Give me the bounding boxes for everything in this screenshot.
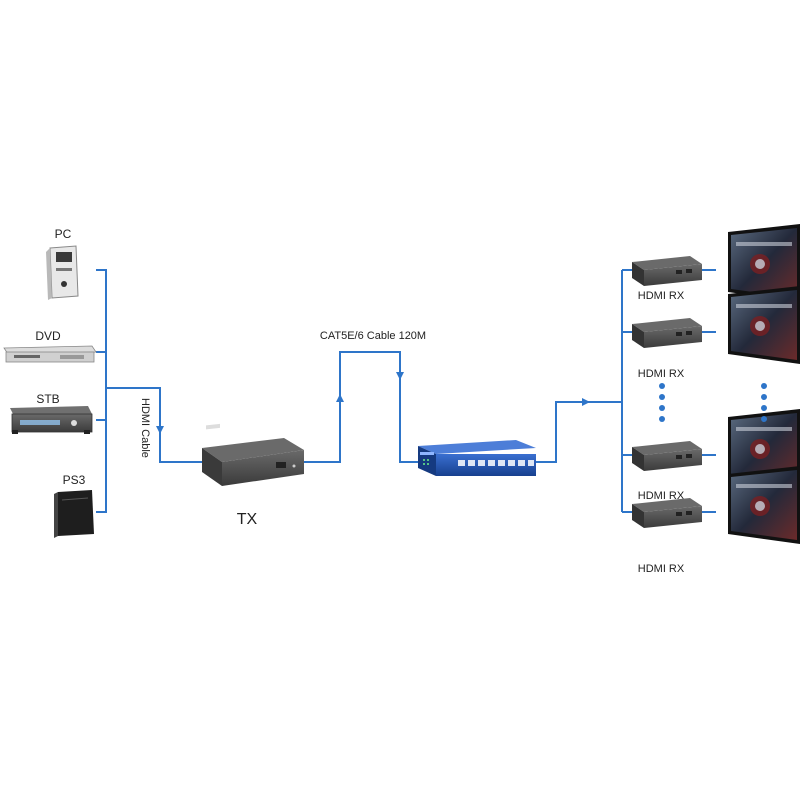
ellipsis-dot-icon — [659, 416, 665, 422]
receiver-label: HDMI RX — [638, 290, 685, 302]
receiver-label: HDMI RX — [638, 368, 685, 380]
network-switch — [418, 440, 536, 476]
ellipsis-dot-icon — [659, 405, 665, 411]
bus-to-tx-line — [106, 387, 202, 463]
receiver-label: HDMI RX — [638, 490, 685, 502]
ellipsis-dot-icon — [761, 416, 767, 422]
source-bus-line — [96, 269, 107, 513]
arrow-down-icon — [396, 372, 404, 380]
source-ps3: PS3 — [54, 473, 94, 538]
cat-cable-label: CAT5E/6 Cable 120M — [320, 330, 426, 342]
connection-lines — [96, 269, 716, 513]
set-top-box-icon — [10, 406, 93, 434]
tv-display-icon — [728, 409, 800, 487]
ellipsis-dot-icon — [761, 405, 767, 411]
arrow-down-icon — [156, 426, 164, 434]
rx-extender-icon — [632, 498, 702, 528]
ellipsis-dot-icon — [761, 394, 767, 400]
dvd-player-icon — [3, 345, 97, 363]
receiver-unit: HDMI RX — [632, 466, 800, 575]
network-switch-icon — [418, 440, 536, 476]
rx-extender-icon — [632, 256, 702, 286]
source-label-dvd: DVD — [35, 329, 61, 343]
ellipsis-dot-icon — [659, 394, 665, 400]
ellipsis-dot-icon — [659, 383, 665, 389]
receiver-unit: HDMI RX — [632, 224, 800, 302]
tv-display-icon — [728, 286, 800, 364]
receiver-label: HDMI RX — [638, 563, 685, 575]
tx-to-switch-line — [300, 351, 418, 463]
more-receivers-indicator — [659, 383, 767, 422]
tv-display-icon — [728, 224, 800, 302]
rx-extender-icon — [632, 318, 702, 348]
tx-device: TX — [202, 423, 304, 528]
receiver-unit: HDMI RX — [632, 286, 800, 380]
rx-extender-icon — [632, 441, 702, 471]
receiver-unit: HDMI RX — [632, 409, 800, 502]
source-pc: PC — [46, 227, 79, 300]
pc-tower-icon — [46, 245, 79, 300]
arrow-markers — [156, 372, 590, 434]
hdmi-cable-label: HDMI Cable — [139, 398, 151, 458]
game-console-icon — [54, 490, 94, 538]
source-stb: STB — [10, 392, 93, 434]
receivers-group: HDMI RX HDMI RX HDMI RX HDMI RX — [632, 224, 800, 575]
source-label-stb: STB — [36, 392, 59, 406]
tx-label: TX — [237, 511, 258, 528]
source-dvd: DVD — [3, 329, 97, 363]
tv-display-icon — [728, 466, 800, 544]
arrow-up-icon — [336, 394, 344, 402]
ellipsis-dot-icon — [761, 383, 767, 389]
switch-to-bus-line — [535, 401, 622, 463]
tx-extender-icon — [202, 423, 304, 486]
arrow-right-icon — [582, 398, 590, 406]
source-label-ps3: PS3 — [63, 473, 86, 487]
source-label-pc: PC — [55, 227, 72, 241]
